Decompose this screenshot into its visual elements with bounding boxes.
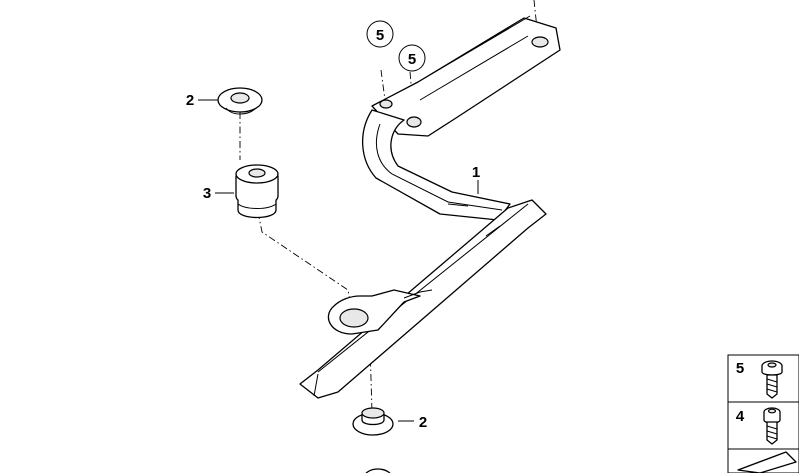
fastener-legend: 5 4 — [727, 354, 799, 473]
grommet-upper — [217, 87, 263, 115]
tube-highlight — [376, 123, 503, 211]
bolt-5-icon — [761, 360, 783, 399]
rail-edge-top — [317, 203, 529, 373]
bolt-4-icon — [763, 407, 781, 445]
upper-hole-a — [379, 99, 393, 109]
callout-2-upper: 2 — [186, 92, 218, 109]
grommet-lower — [352, 407, 394, 473]
callout-2-lower-label: 2 — [419, 414, 427, 431]
callout-1: 1 — [472, 164, 480, 194]
lug-hole — [339, 308, 369, 328]
rail-end-lip — [313, 373, 319, 397]
legend-label-5: 5 — [736, 360, 744, 377]
legend-partial-shape — [737, 451, 797, 473]
callout-2-lower: 2 — [398, 414, 427, 431]
callout-3: 3 — [203, 185, 234, 202]
grommet-upper-lip — [225, 107, 257, 115]
axis-bolt-a — [380, 69, 386, 101]
callout-1-label: 1 — [472, 164, 480, 181]
rail-slot — [485, 225, 501, 237]
rubber-mount — [235, 164, 279, 219]
tube-slot — [447, 203, 469, 207]
bracket-lower-rail — [299, 199, 547, 399]
callout-3-label: 3 — [203, 185, 211, 202]
callout-2-upper-label: 2 — [186, 92, 194, 109]
rubber-mount-groove — [237, 203, 277, 209]
grommet-upper-hole — [230, 92, 250, 104]
bracket-assembly — [299, 15, 561, 399]
axis-mount-rubber — [257, 211, 353, 313]
legend-cell-4 — [727, 401, 799, 450]
rubber-mount-hole — [248, 168, 266, 178]
bracket-upper-ridge — [417, 15, 531, 83]
callout-5a-label: 5 — [376, 27, 384, 44]
callout-5b-label: 5 — [408, 51, 416, 68]
callout-5b: 5 — [398, 44, 426, 72]
grommet-lower-hole — [361, 407, 385, 419]
upper-hole-b — [406, 116, 422, 128]
grommet-lower-partial — [365, 468, 391, 473]
bracket-upper-rib — [419, 35, 529, 101]
lug-weld — [403, 289, 433, 299]
callout-5a: 5 — [366, 20, 394, 48]
upper-arm-hole — [531, 36, 549, 48]
legend-label-4: 4 — [736, 408, 745, 425]
